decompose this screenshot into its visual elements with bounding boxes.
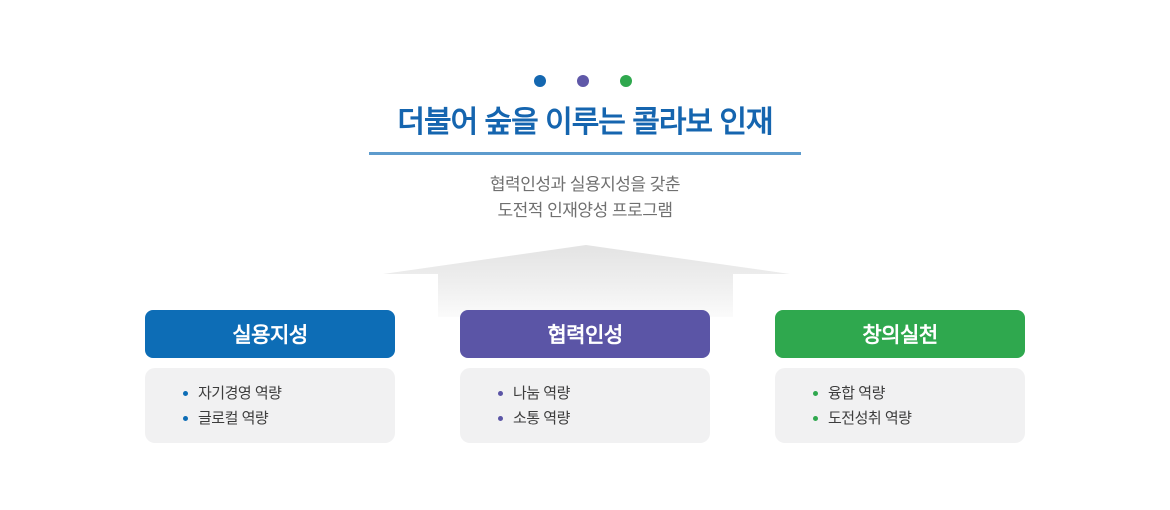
- list-item-label: 자기경영 역량: [198, 385, 282, 402]
- column-cooperative-character: 협력인성 나눔 역량 소통 역량: [460, 310, 710, 443]
- bullet-icon: [498, 416, 503, 421]
- column-creative-practice: 창의실천 융합 역량 도전성취 역량: [775, 310, 1025, 443]
- list-item-label: 글로컬 역량: [198, 410, 269, 427]
- purple-dot-icon: [577, 75, 589, 87]
- column-header: 실용지성: [145, 310, 395, 358]
- bullet-icon: [498, 391, 503, 396]
- up-arrow-icon: [383, 245, 790, 317]
- blue-dot-icon: [534, 75, 546, 87]
- list-item: 자기경영 역량: [183, 381, 385, 406]
- subtitle-line-2: 도전적 인재양성 프로그램: [497, 201, 674, 220]
- list-item: 도전성취 역량: [813, 406, 1015, 431]
- column-header: 창의실천: [775, 310, 1025, 358]
- column-body: 자기경영 역량 글로컬 역량: [145, 368, 395, 443]
- list-item: 융합 역량: [813, 381, 1015, 406]
- bullet-icon: [813, 416, 818, 421]
- bullet-icon: [183, 416, 188, 421]
- column-header: 협력인성: [460, 310, 710, 358]
- list-item-label: 나눔 역량: [513, 385, 570, 402]
- bullet-icon: [813, 391, 818, 396]
- column-practical-intelligence: 실용지성 자기경영 역량 글로컬 역량: [145, 310, 395, 443]
- list-item: 글로컬 역량: [183, 406, 385, 431]
- title-underline: [369, 152, 801, 155]
- green-dot-icon: [620, 75, 632, 87]
- column-body: 융합 역량 도전성취 역량: [775, 368, 1025, 443]
- list-item: 소통 역량: [498, 406, 700, 431]
- page-title: 더불어 숲을 이루는 콜라보 인재: [397, 106, 773, 139]
- decorative-dots: [0, 75, 1166, 87]
- bullet-icon: [183, 391, 188, 396]
- list-item-label: 융합 역량: [828, 385, 885, 402]
- page-subtitle: 협력인성과 실용지성을 갖춘 도전적 인재양성 프로그램: [0, 172, 1170, 224]
- list-item-label: 소통 역량: [513, 410, 570, 427]
- column-body: 나눔 역량 소통 역량: [460, 368, 710, 443]
- list-item-label: 도전성취 역량: [828, 410, 912, 427]
- list-item: 나눔 역량: [498, 381, 700, 406]
- subtitle-line-1: 협력인성과 실용지성을 갖춘: [489, 175, 681, 194]
